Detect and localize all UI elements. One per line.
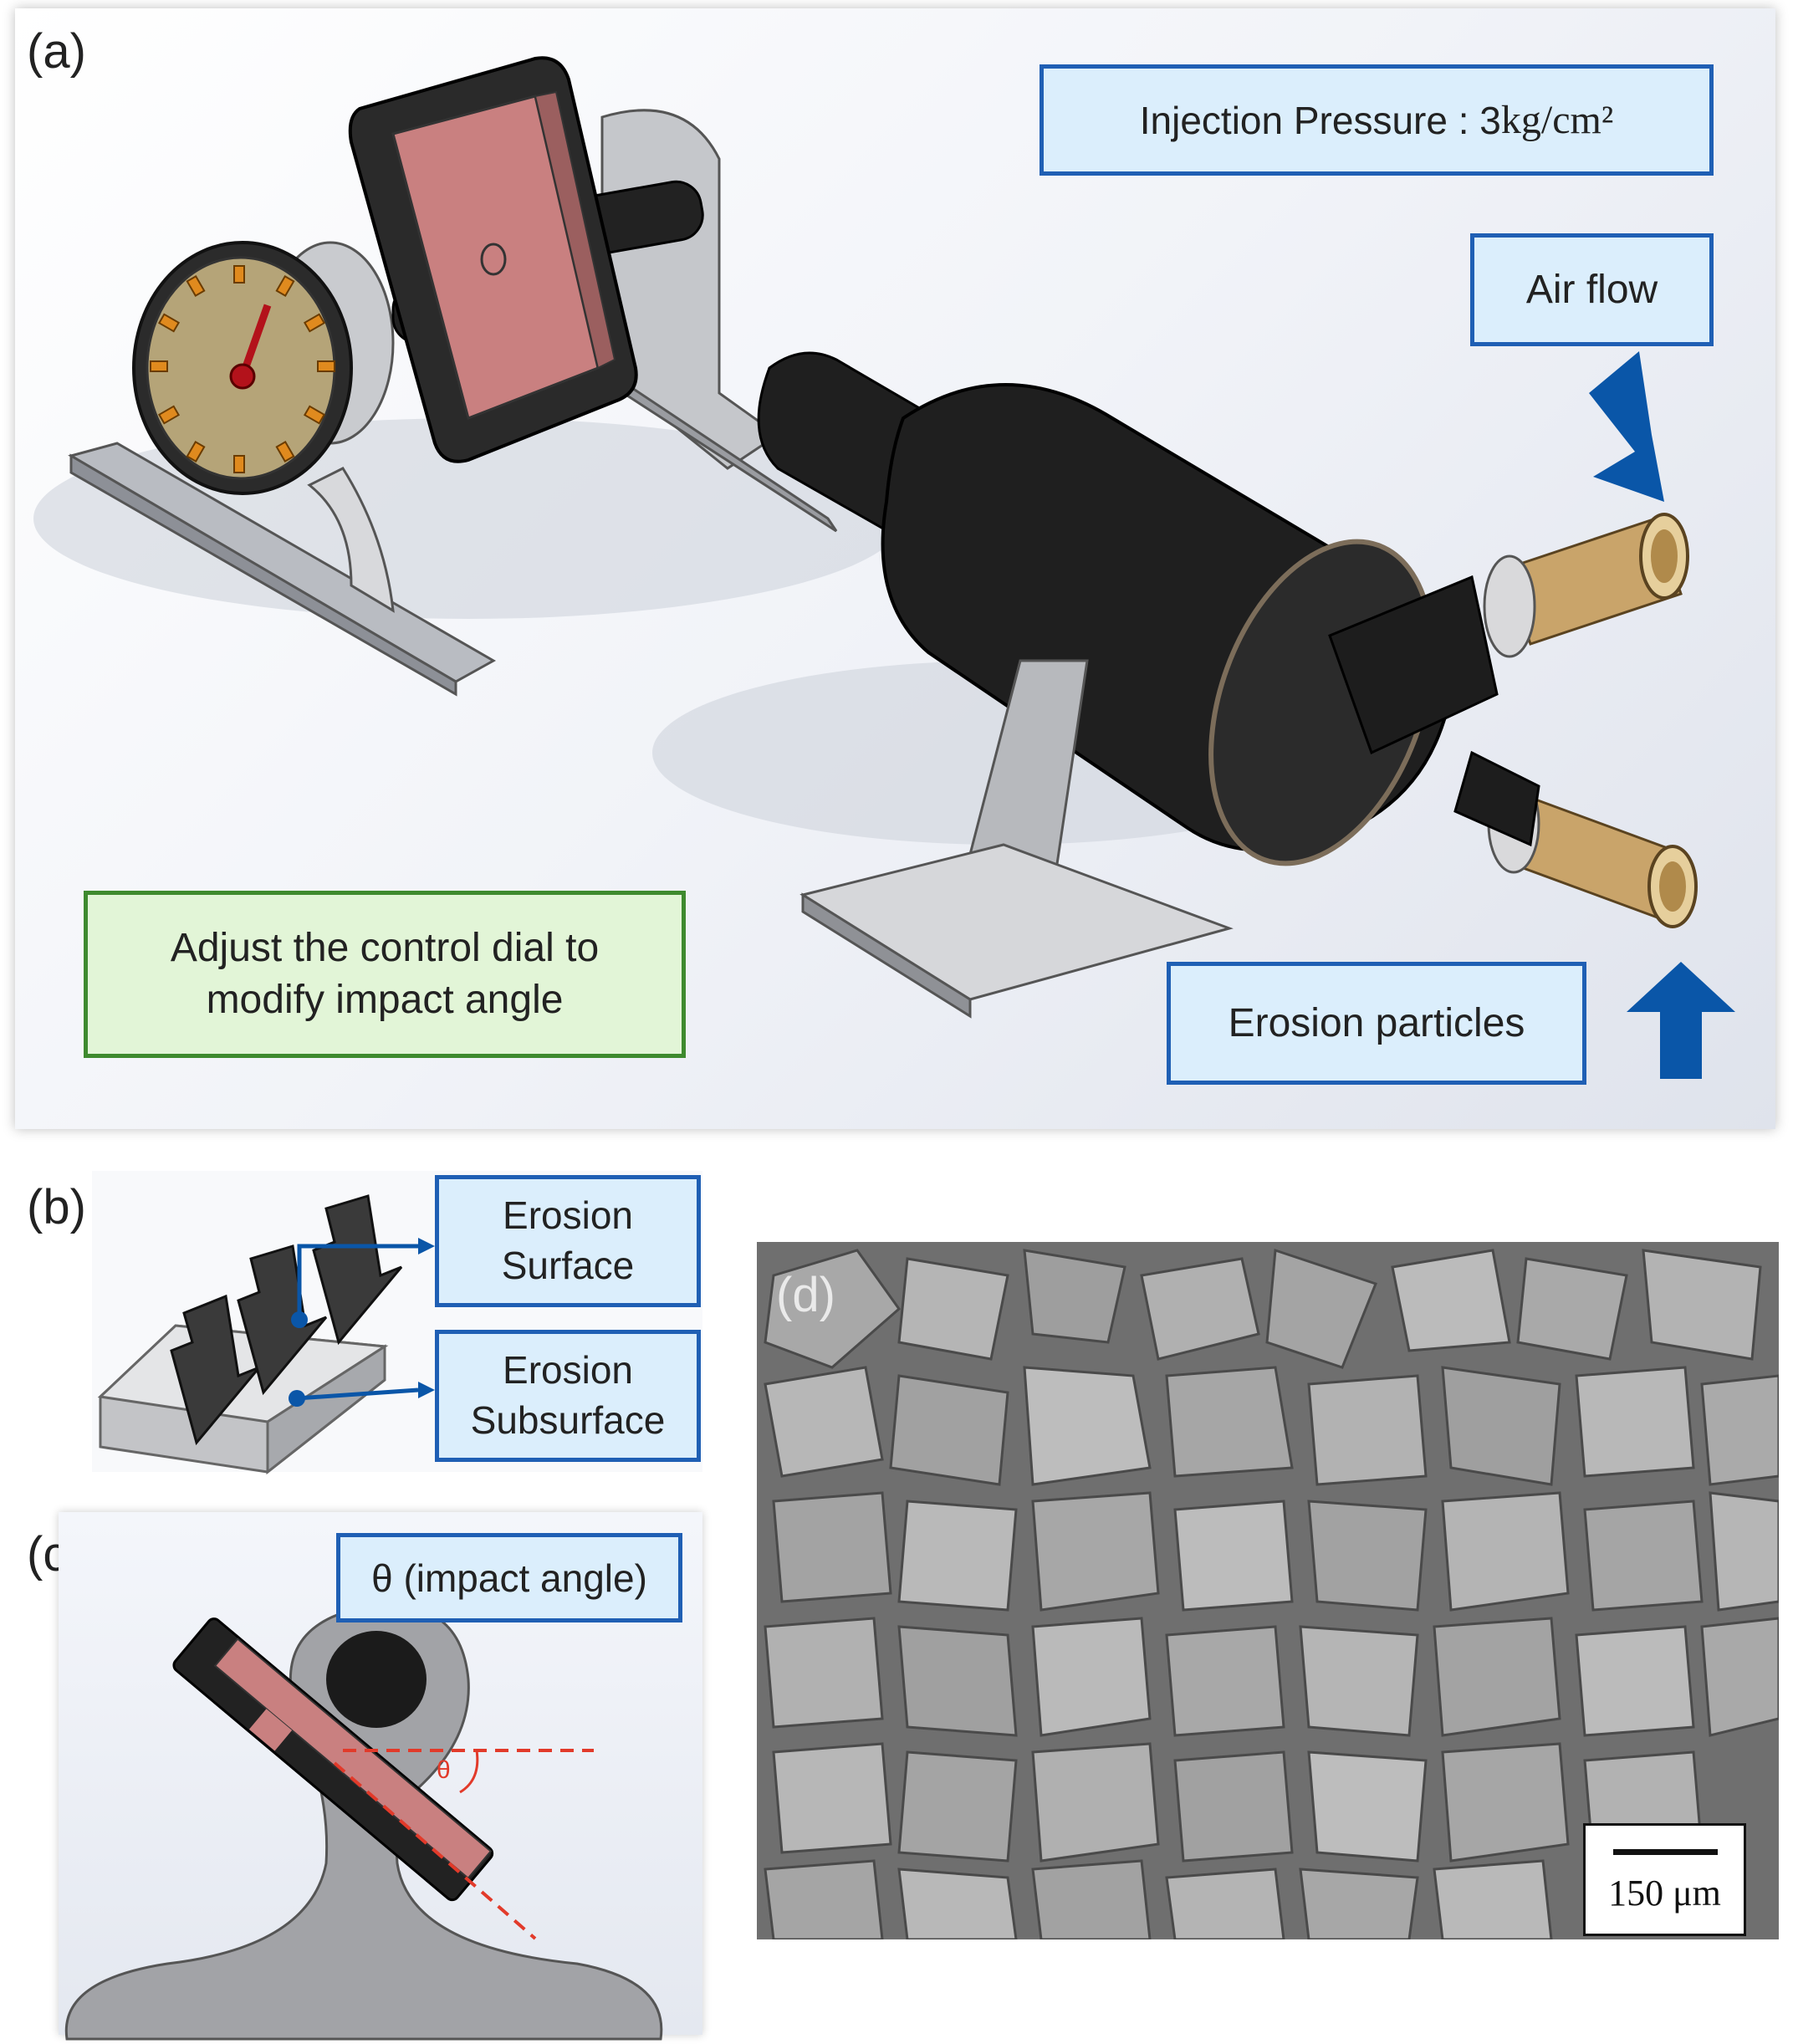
panel-b-label: (b) (27, 1180, 86, 1234)
dial-adjust-note: Adjust the control dial to modify impact… (84, 891, 686, 1058)
scale-bar (1613, 1849, 1718, 1855)
scale-bar-box: 150 μm (1583, 1823, 1746, 1936)
injection-pressure-callout: Injection Pressure : 3 kg/cm² (1040, 64, 1714, 176)
particles-arrow-icon (1627, 962, 1735, 1079)
air-flow-label: Air flow (1525, 268, 1658, 312)
air-flow-callout: Air flow (1470, 233, 1714, 346)
impact-angle-label: θ (impact angle) (371, 1556, 647, 1600)
pressure-unit: kg/cm² (1500, 98, 1614, 142)
erosion-particles-label: Erosion particles (1228, 1001, 1525, 1045)
erosion-tester-illustration (33, 56, 1735, 1079)
erosion-subsurface-line-2: Subsurface (470, 1398, 666, 1442)
impact-angle-diagram: θ (64, 1604, 663, 2041)
erosion-surface-callout: Erosion Surface (435, 1175, 701, 1307)
air-flow-arrow-icon (1589, 351, 1664, 502)
erosion-particles-callout: Erosion particles (1167, 962, 1586, 1085)
erosion-subsurface-callout: Erosion Subsurface (435, 1330, 701, 1462)
panel-d-label: (d) (776, 1268, 835, 1322)
injection-pressure-label: Injection Pressure : 3 (1139, 98, 1501, 142)
scale-bar-label: 150 μm (1608, 1873, 1721, 1914)
erosion-subsurface-line-1: Erosion (503, 1348, 633, 1392)
impact-angle-callout: θ (impact angle) (336, 1533, 682, 1622)
erosion-surface-line-2: Surface (501, 1244, 635, 1287)
dial-note-line-1: Adjust the control dial to (170, 925, 600, 970)
theta-marker: θ (437, 1756, 451, 1784)
erosion-surface-line-1: Erosion (503, 1193, 633, 1238)
dial-note-line-2: modify impact angle (206, 978, 564, 1022)
panel-a-label: (a) (27, 24, 86, 79)
erosion-surface-diagram (97, 1194, 435, 1475)
